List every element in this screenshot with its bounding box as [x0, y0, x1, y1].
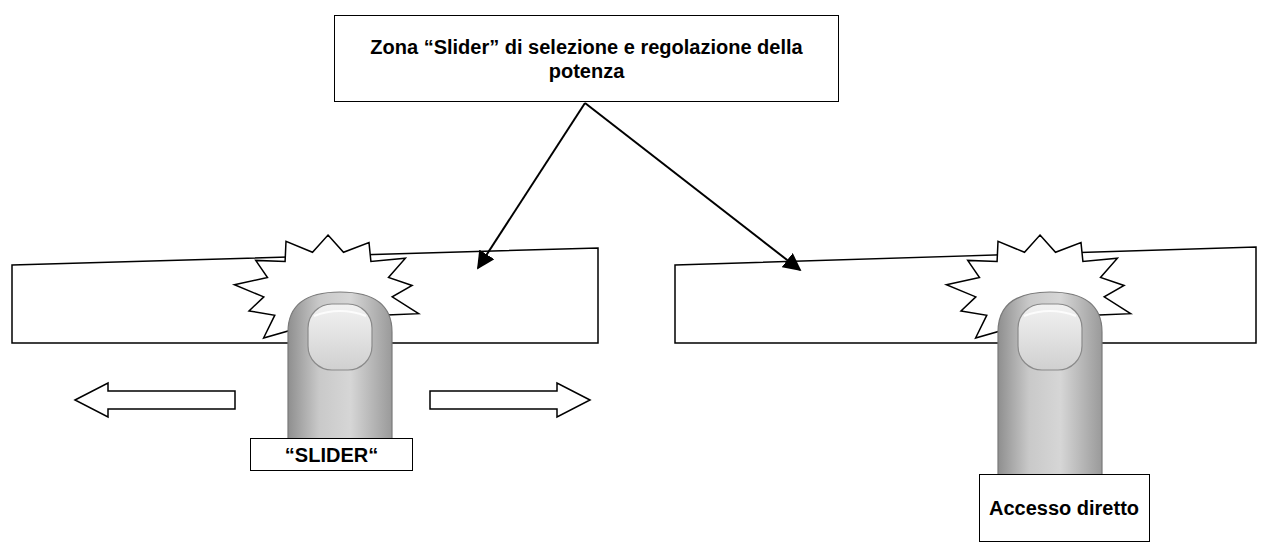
- box-label: Zona “Slider” di selezione e regolazione…: [343, 35, 830, 83]
- finger: [998, 292, 1102, 480]
- direction-arrow: [75, 383, 235, 417]
- label-box: “SLIDER“: [250, 438, 413, 471]
- box-label: Accesso diretto: [989, 496, 1139, 520]
- leader-arrow: [585, 103, 800, 270]
- slider-bar: [675, 247, 1256, 343]
- box-label: “SLIDER“: [285, 443, 378, 467]
- callout-box: Zona “Slider” di selezione e regolazione…: [334, 15, 839, 102]
- direction-arrow: [430, 383, 590, 417]
- finger: [288, 292, 392, 445]
- label-box: Accesso diretto: [979, 474, 1150, 542]
- leader-arrow: [478, 103, 585, 268]
